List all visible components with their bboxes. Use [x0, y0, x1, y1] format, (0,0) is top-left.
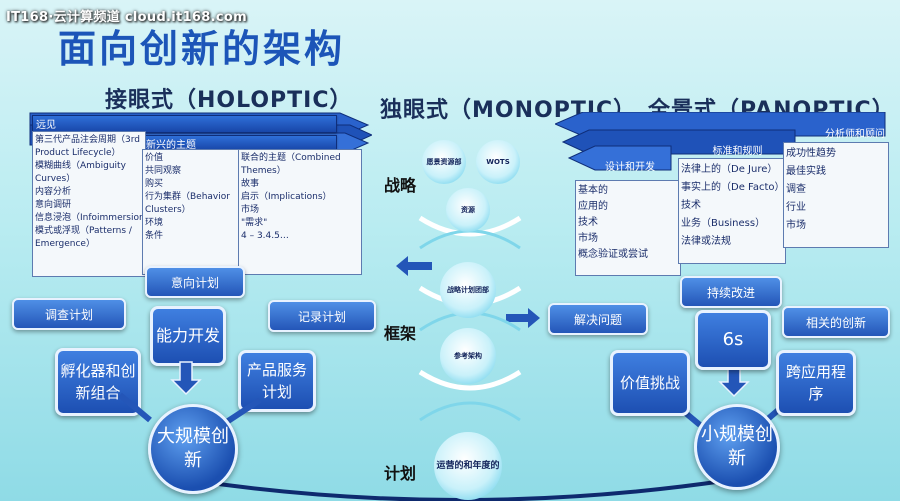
- value-challenge-button[interactable]: 价值挑战: [610, 350, 690, 416]
- list-item: Clusters）: [145, 205, 191, 215]
- related-innovation-button[interactable]: 相关的创新: [782, 306, 890, 338]
- continuous-improvement-button[interactable]: 持续改进: [680, 276, 782, 308]
- list-item: Themes）: [241, 166, 286, 176]
- watermark: IT168·云计算频道 cloud.it168.com: [6, 10, 247, 25]
- circle-wots: WOTS: [476, 140, 520, 184]
- list-item: 法律上的（De Jure）: [681, 164, 778, 175]
- list-item: 事实上的（De Facto）: [681, 182, 785, 193]
- circle-operations: 运营的和年度的: [434, 432, 502, 500]
- circle-reference-architecture: 参考架构: [440, 328, 496, 384]
- list-col-a: 基本的 应用的 技术 市场 概念验证或尝试: [575, 180, 681, 276]
- list-item: "需求": [241, 218, 268, 228]
- list-item: 联合的主题（Combined: [241, 153, 341, 163]
- list-item: 模式或浮现（Patterns /: [35, 226, 132, 236]
- list-item: 模糊曲线（Ambiguity: [35, 161, 126, 171]
- bar-foresight: 远见: [32, 115, 337, 133]
- plan-label: 计划: [384, 464, 417, 483]
- problem-solving-button[interactable]: 解决问题: [548, 303, 648, 335]
- list-item: 共同观察: [145, 166, 182, 176]
- list-item: 启示（Implications）: [241, 192, 332, 202]
- list-item: 市场: [578, 233, 598, 244]
- list-item: 技术: [681, 200, 701, 211]
- list-item: 行业: [786, 202, 806, 213]
- list-item: 基本的: [578, 185, 608, 196]
- bar-design-dev: 设计和开发: [605, 162, 655, 173]
- small-scale-innovation-circle[interactable]: 小规模创新: [694, 404, 780, 490]
- list-item: 市场: [241, 205, 260, 215]
- framework-label: 框架: [384, 324, 417, 343]
- list-item: 市场: [786, 220, 806, 231]
- list-item: 法律或法规: [681, 236, 731, 247]
- list-item: 内容分析: [35, 187, 72, 197]
- page-title: 面向创新的架构: [58, 27, 346, 71]
- cross-app-button[interactable]: 跨应用程序: [776, 350, 856, 416]
- list-item: 故事: [241, 179, 260, 189]
- list-item: 环境: [145, 218, 164, 228]
- list-item: 第三代产品注会周期（3rd: [35, 135, 140, 145]
- circle-resources: 资源: [446, 188, 490, 232]
- list-item: 最佳实践: [786, 166, 826, 177]
- list-col3: 联合的主题（Combined Themes） 故事 启示（Implication…: [238, 149, 362, 275]
- list-col1: 第三代产品注会周期（3rd Product Lifecycle） 模糊曲线（Am…: [32, 131, 154, 277]
- list-item: 购买: [145, 179, 164, 189]
- capability-dev-button[interactable]: 能力开发: [150, 306, 226, 366]
- list-item: 价值: [145, 153, 164, 163]
- intent-plan-button[interactable]: 意向计划: [145, 266, 245, 298]
- section-title-holoptic: 接眼式（HOLOPTIC）: [105, 88, 353, 113]
- large-scale-innovation-circle[interactable]: 大规模创新: [148, 404, 238, 494]
- list-item: 业务（Business）: [681, 218, 766, 229]
- arrow-bars-right: [555, 112, 886, 171]
- product-service-button[interactable]: 产品服务计划: [238, 350, 316, 412]
- survey-plan-button[interactable]: 调查计划: [12, 298, 126, 330]
- list-col-b: 法律上的（De Jure） 事实上的（De Facto） 技术 业务（Busin…: [678, 158, 786, 264]
- list-item: 信息浸泡（Infoimmersion）: [35, 213, 154, 223]
- circle-strategy-dept: 战略计划团部: [440, 262, 496, 318]
- list-item: 4 – 3.4.5…: [241, 231, 289, 241]
- list-item: 技术: [578, 217, 598, 228]
- list-item: 行为集群（Behavior: [145, 192, 230, 202]
- list-item: Curves）: [35, 174, 76, 184]
- bar-standards: 标准和规则: [712, 146, 763, 157]
- list-item: 意向调研: [35, 200, 72, 210]
- list-item: 概念验证或尝试: [578, 249, 648, 260]
- list-item: 调查: [786, 184, 806, 195]
- list-col2: 价值 共同观察 购买 行为集群（Behavior Clusters） 环境 条件: [142, 149, 242, 275]
- list-item: 成功性趋势: [786, 148, 836, 159]
- circle-vision-resources: 愿景资源部: [422, 140, 466, 184]
- bar-analysts: 分析师和顾问: [825, 129, 885, 140]
- list-item: Emergence）: [35, 239, 95, 249]
- list-col-c: 成功性趋势 最佳实践 调查 行业 市场: [783, 142, 889, 248]
- record-plan-button[interactable]: 记录计划: [268, 300, 376, 332]
- incubator-button[interactable]: 孵化器和创新组合: [55, 348, 141, 416]
- list-item: 条件: [145, 231, 164, 241]
- six-s-button[interactable]: 6s: [695, 310, 771, 370]
- strategy-label: 战略: [384, 176, 417, 195]
- list-item: 应用的: [578, 201, 608, 212]
- list-item: Product Lifecycle）: [35, 148, 121, 158]
- holoptic-panel: 远见 新兴的主题 第三代产品注会周期（3rd Product Lifecycle…: [20, 105, 372, 295]
